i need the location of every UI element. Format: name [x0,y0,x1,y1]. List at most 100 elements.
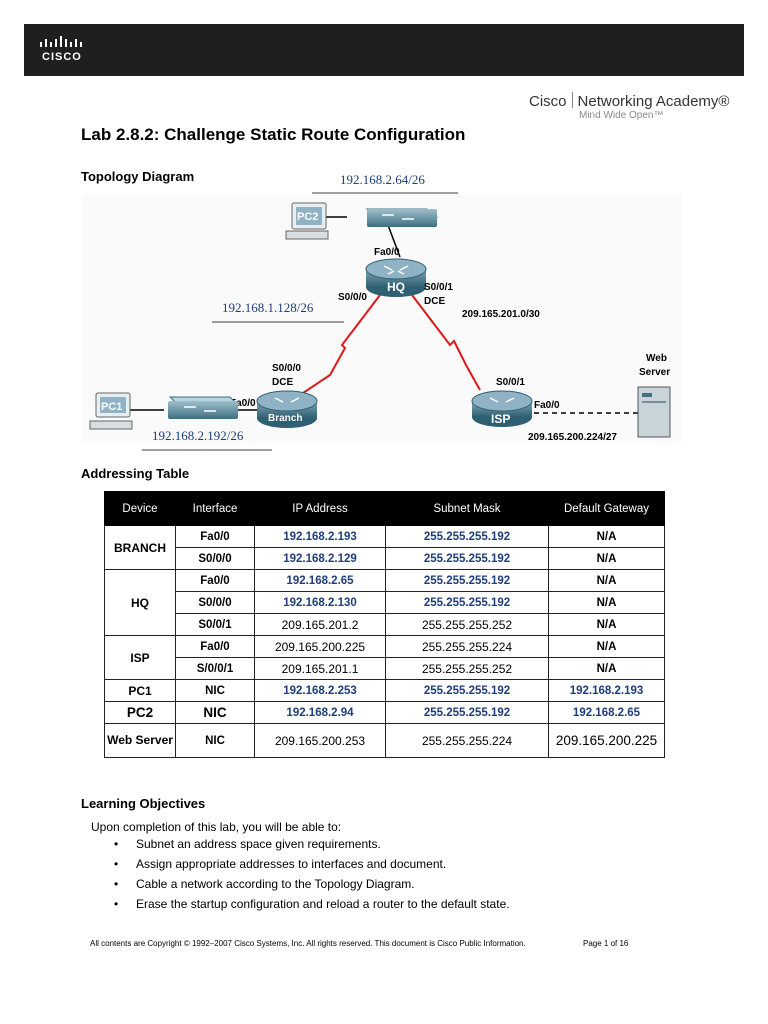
gateway-cell: N/A [548,525,665,548]
topology-diagram: 192.168.2.64/26 192.168.1.128/26 192.168… [82,172,682,451]
copyright-footer: All contents are Copyright © 1992–2007 C… [90,939,526,948]
ip-cell: 192.168.2.130 [254,591,386,614]
web-server-label-line2: Server [639,367,670,378]
gateway-cell: 192.168.2.193 [548,679,665,702]
pc2-label: PC2 [297,211,318,223]
gateway-cell: N/A [548,569,665,592]
branch-s000-label: S0/0/0 [272,363,301,374]
ip-cell: 192.168.2.253 [254,679,386,702]
gateway-cell: N/A [548,657,665,680]
bullet-icon: • [114,837,119,851]
interface-cell: NIC [175,701,255,724]
column-header-device: Device [104,491,176,526]
ip-cell: 209.165.201.1 [254,657,386,680]
isp-lan-network-label: 209.165.200.224/27 [528,432,617,443]
bullet-icon: • [114,897,119,911]
hq-switch-icon [365,208,439,227]
mask-cell: 255.255.255.192 [385,569,549,592]
branch-switch-icon [168,396,240,419]
gateway-cell: N/A [548,635,665,658]
branch-lan-network-label: 192.168.2.192/26 [152,428,244,443]
table-row: HQ Fa0/0 192.168.2.65 255.255.255.192 N/… [104,569,665,636]
branch-router-icon [256,390,318,428]
interface-cell: Fa0/0 [175,635,255,658]
hq-lan-network-label: 192.168.2.64/26 [340,172,425,187]
list-item: •Assign appropriate addresses to interfa… [96,854,510,874]
mask-cell: 255.255.255.252 [385,613,549,636]
interface-cell: NIC [175,679,255,702]
addressing-table: Device Interface IP Address Subnet Mask … [104,491,665,758]
mask-cell: 255.255.255.192 [385,525,549,548]
page-title: Lab 2.8.2: Challenge Static Route Config… [81,125,466,144]
bullet-icon: • [114,857,119,871]
gateway-cell: N/A [548,613,665,636]
hq-router-icon [365,258,427,297]
hq-branch-serial-link [296,294,381,398]
interface-cell: Fa0/0 [175,525,255,548]
column-header-ip-address: IP Address [254,491,386,526]
branch-wan-network-label: 192.168.1.128/26 [222,300,314,315]
ip-cell: 209.165.201.2 [254,613,386,636]
interface-cell: NIC [175,723,255,758]
bullet-icon: • [114,877,119,891]
device-cell: Web Server [104,723,176,758]
gateway-cell: N/A [548,547,665,570]
hq-dce-label: DCE [424,296,445,307]
mask-cell: 255.255.255.192 [385,547,549,570]
table-row: PC2 NIC 192.168.2.94 255.255.255.192 192… [104,701,665,724]
list-item: •Erase the startup configuration and rel… [96,894,510,914]
isp-router-icon [471,390,533,427]
interface-cell: Fa0/0 [175,569,255,592]
ip-cell: 209.165.200.253 [254,723,386,758]
interface-cell: S/0/0/1 [175,657,255,680]
web-server-icon [637,386,671,438]
device-cell: PC1 [104,679,176,702]
hq-s001-label: S0/0/1 [424,282,453,293]
list-item: •Subnet an address space given requireme… [96,834,510,854]
isp-s001-label: S0/0/1 [496,377,525,388]
column-header-default-gateway: Default Gateway [548,491,665,526]
isp-router-label: ISP [491,412,510,426]
device-cell: ISP [104,635,176,680]
objectives-heading: Learning Objectives [81,796,206,811]
mask-cell: 255.255.255.224 [385,635,549,658]
gateway-cell: N/A [548,591,665,614]
ip-cell: 192.168.2.94 [254,701,386,724]
table-row: BRANCH Fa0/0 192.168.2.193 255.255.255.1… [104,525,665,570]
ip-cell: 192.168.2.65 [254,569,386,592]
switch-hq-link [387,224,401,258]
mask-cell: 255.255.255.192 [385,701,549,724]
table-row: S0/0/0 192.168.2.130 255.255.255.192 N/A [105,591,665,614]
hq-fa00-label: Fa0/0 [374,247,400,258]
page-number: Page 1 of 16 [583,939,629,948]
pc2-icon [285,202,329,240]
list-item: •Cable a network according to the Topolo… [96,874,510,894]
isp-wan-network-label: 209.165.201.0/30 [462,309,540,320]
mask-cell: 255.255.255.224 [385,723,549,758]
device-cell: HQ [104,569,176,636]
mask-cell: 255.255.255.192 [385,679,549,702]
hq-s000-label: S0/0/0 [338,292,367,303]
mask-cell: 255.255.255.192 [385,591,549,614]
pc1-icon [89,392,133,430]
table-row: PC1 NIC 192.168.2.253 255.255.255.192 19… [104,679,665,702]
column-header-subnet-mask: Subnet Mask [385,491,549,526]
ip-cell: 209.165.200.225 [254,635,386,658]
table-row: S0/0/1 209.165.201.2 255.255.255.252 N/A [105,613,665,636]
objectives-list: •Subnet an address space given requireme… [96,834,510,914]
branch-router-label: Branch [268,413,302,424]
branch-dce-label: DCE [272,377,293,388]
branch-fa00-label: Fa0/0 [230,398,256,409]
interface-cell: S0/0/0 [175,547,255,570]
academy-tagline: Mind Wide Open™ [579,110,664,121]
table-row: Web Server NIC 209.165.200.253 255.255.2… [104,723,665,758]
gateway-cell: 192.168.2.65 [548,701,665,724]
header-bar: CISCO [24,24,744,76]
table-row: ISP Fa0/0 209.165.200.225 255.255.255.22… [104,635,665,680]
topology-heading: Topology Diagram [81,169,195,184]
interface-cell: S0/0/1 [175,613,255,636]
objectives-intro: Upon completion of this lab, you will be… [91,820,342,834]
hq-router-label: HQ [387,280,405,294]
pc1-label: PC1 [101,401,122,413]
